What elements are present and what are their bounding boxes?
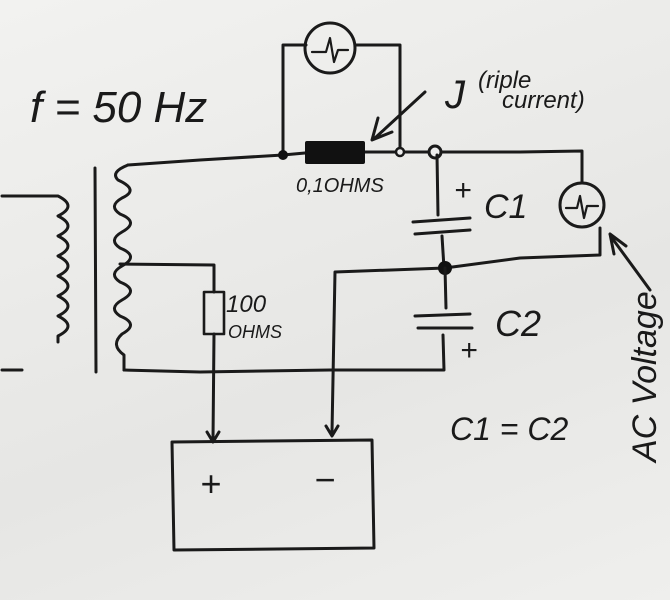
c1-plus-sign: +: [454, 174, 472, 207]
load-resistor-unit: OHMS: [228, 322, 282, 342]
capacitor-c2: [122, 266, 474, 374]
ripple-current-label-line1: (riple: [478, 67, 531, 94]
frequency-label: f = 50 Hz: [30, 83, 207, 132]
transformer-secondary: [113, 163, 132, 372]
junction-dot: [427, 144, 443, 160]
shunt-resistor: [305, 141, 365, 164]
battery-plus-label: +: [200, 463, 221, 504]
transformer-core: [93, 166, 98, 374]
ripple-current-meter: [303, 21, 357, 75]
equality-label: C1 = C2: [450, 411, 568, 447]
battery: [170, 438, 376, 552]
ac-voltage-arrow-icon: [608, 232, 652, 292]
capacitor-c1: [411, 153, 472, 270]
top-wire: [126, 149, 584, 185]
load-resistor-value: 100: [226, 291, 267, 318]
ammeter-leads: [281, 43, 402, 157]
ripple-current-label-line2: current): [502, 87, 585, 114]
c1-label: C1: [484, 188, 527, 226]
load-resistor-100-ohms: [118, 262, 226, 444]
ac-voltage-meter: [324, 181, 606, 438]
ripple-arrow-icon: [370, 90, 427, 142]
c2-label: C2: [495, 303, 541, 344]
shunt-resistor-label: 0,1OHMS: [296, 175, 384, 197]
c2-plus-sign: +: [460, 334, 478, 367]
junction-dot: [394, 146, 406, 158]
transformer-primary: [0, 194, 70, 372]
junction-dot: [278, 150, 288, 160]
ac-voltage-label: AC Voltage: [626, 291, 664, 464]
battery-minus-label: −: [314, 459, 335, 500]
ripple-current-symbol: J: [444, 73, 466, 117]
